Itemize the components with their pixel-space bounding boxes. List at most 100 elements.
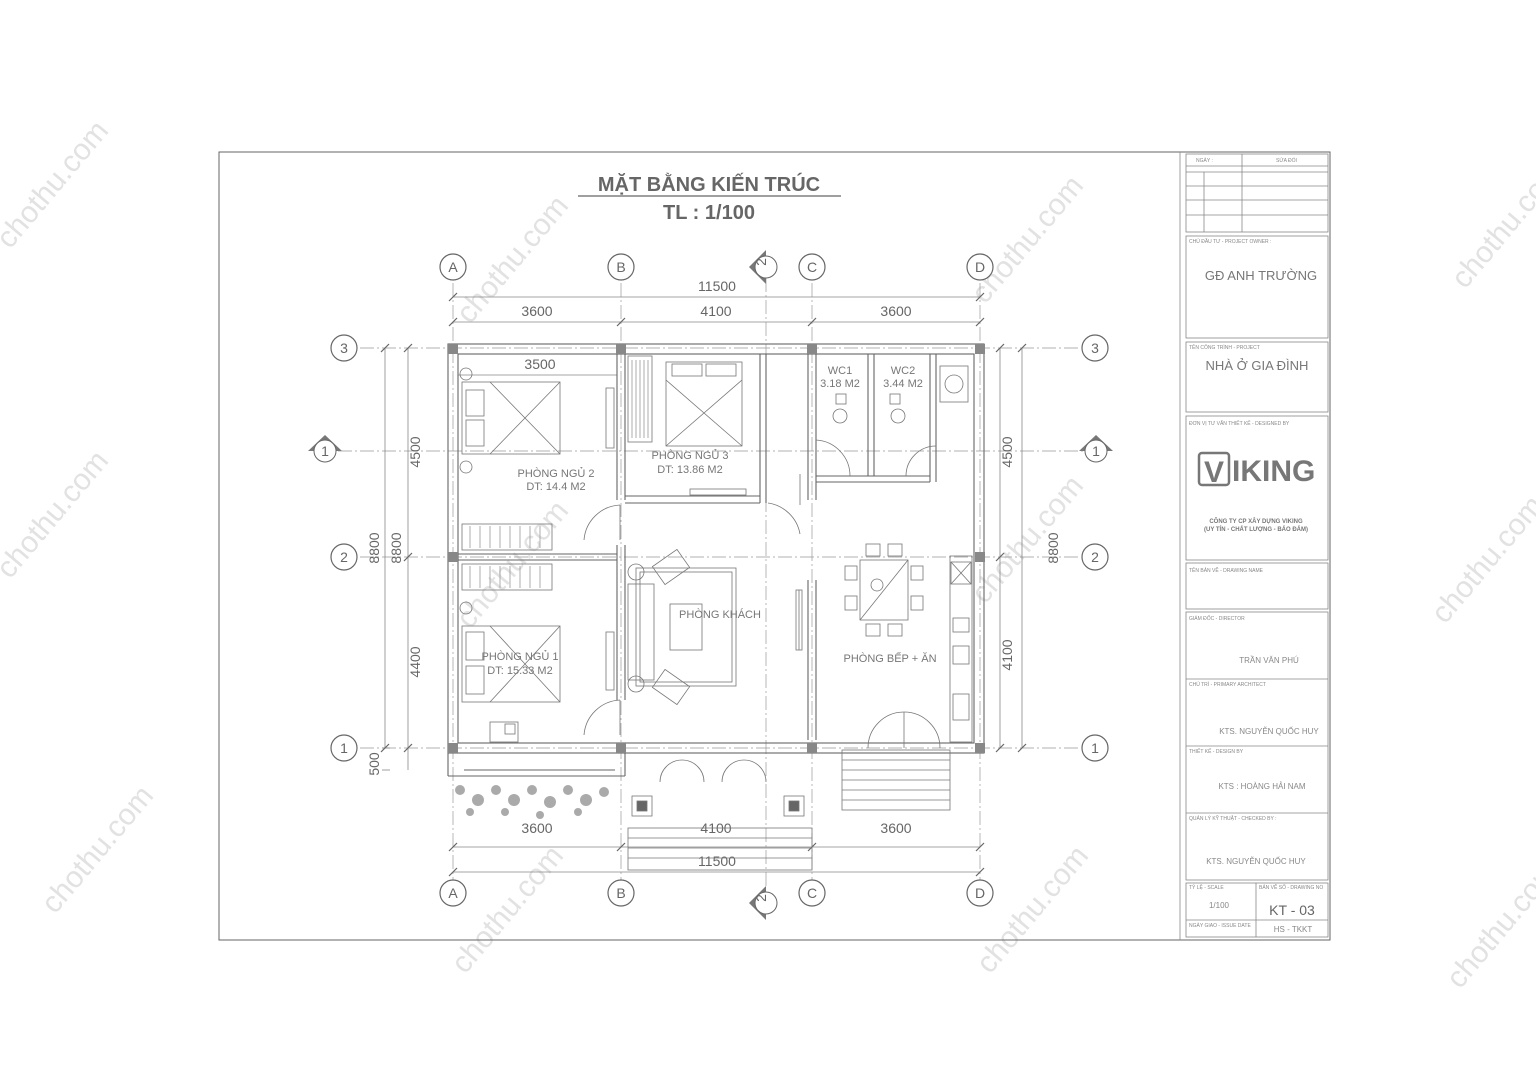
dimension-labels: 11500 3600 4100 3600 3500 3600 4100 3600… [366,278,1061,869]
room-area: 3.44 M2 [883,378,923,390]
room-labels: PHÒNG NGỦ 2 DT: 14.4 M2 PHÒNG NGỦ 3 DT: … [481,365,936,677]
watermark: chothu.com [0,114,115,254]
room-name: PHÒNG NGỦ 1 [481,650,558,663]
svg-text:3: 3 [1091,340,1099,356]
room-area: DT: 13.86 M2 [657,464,722,476]
dim-overall-top: 11500 [698,278,736,294]
owner-label: CHỦ ĐẦU TƯ - PROJECT OWNER : [1189,238,1271,245]
watermark: chothu.com [1440,854,1536,994]
dimension-ticks [380,292,1027,877]
watermark: chothu.com [35,779,160,919]
grid-bubbles-right: 3 2 1 [1081,334,1109,762]
project-name: NHÀ Ở GIA ĐÌNH [1206,358,1309,373]
furniture [459,355,973,783]
dim-span-ab-bottom: 3600 [521,820,552,836]
columns [448,344,985,753]
room-area: 3.18 M2 [820,378,860,390]
room-name: PHÒNG NGỦ 2 [517,467,594,480]
grid-bubble-b: B [607,253,635,281]
svg-text:A: A [448,885,458,901]
title-main: MẶT BẰNG KIẾN TRÚC [598,172,820,196]
project-label: TÊN CÔNG TRÌNH - PROJECT [1189,343,1260,351]
rev-change-header: SỬA ĐỔI [1276,157,1297,164]
dim-span-bc: 4100 [700,303,731,319]
svg-text:D: D [975,885,985,901]
owner-name: GĐ ANH TRƯỜNG [1205,268,1317,283]
grid-bubble-c: C [798,253,826,281]
logo-mark: V [1204,456,1224,489]
rev-date-header: NGÀY : [1196,157,1213,164]
dim-right-4500: 4500 [999,436,1015,467]
svg-text:C: C [807,885,817,901]
walls [447,343,985,777]
watermark: chothu.com [970,839,1095,979]
room-name: WC2 [891,365,915,377]
svg-text:C: C [807,259,817,275]
svg-text:A: A [448,259,458,275]
dim-left-500: 500 [366,752,382,776]
title-block-text: NGÀY : SỬA ĐỔI CHỦ ĐẦU TƯ - PROJECT OWNE… [1189,157,1323,934]
svg-text:1: 1 [1092,443,1100,459]
svg-text:1: 1 [321,443,329,459]
architect-label: CHỦ TRÌ - PRIMARY ARCHITECT [1189,681,1266,688]
dim-left-8800-outer: 8800 [366,532,382,563]
dim-inner-span: 3500 [524,356,555,372]
svg-text:2: 2 [340,549,348,565]
garden-plants [455,785,609,819]
drawing-no-label: BẢN VẼ SỐ - DRAWING NO [1259,884,1323,891]
svg-text:B: B [616,259,625,275]
issue-date-label: NGÀY GIAO - ISSUE DATE [1189,922,1251,929]
grid-bubble-2: 2 [330,543,358,571]
svg-text:1: 1 [340,740,348,756]
room-name: PHÒNG BẾP + ĂN [843,652,936,665]
drawing-name-label: TÊN BẢN VẼ - DRAWING NAME [1189,566,1264,574]
grid-bubble-d: D [966,879,994,907]
room-name: PHÒNG NGỦ 3 [651,449,728,462]
design-stage: HS - TKKT [1274,925,1313,934]
company-name: CÔNG TY CP XÂY DỰNG VIKING [1209,517,1303,525]
dim-left-8800-inner: 8800 [388,532,404,563]
logo-text: IKING [1232,455,1315,488]
dim-span-cd-bottom: 3600 [880,820,911,836]
sheet-border [218,151,1331,941]
scale-value: 1/100 [1209,901,1230,910]
grid-bubble-2: 2 [1081,543,1109,571]
grid-bubble-c: C [798,879,826,907]
watermark: chothu.com [0,444,115,584]
svg-text:D: D [975,259,985,275]
dim-left-4400: 4400 [407,646,423,677]
section-marker-1-right: 1 [1079,435,1113,463]
dim-right-4100: 4100 [999,639,1015,670]
drawing-title: MẶT BẰNG KIẾN TRÚC TL : 1/100 [578,172,841,224]
dim-right-8800: 8800 [1045,532,1061,563]
watermark: chothu.com [445,839,570,979]
grid-bubble-1: 1 [1081,734,1109,762]
steps [627,749,951,871]
dim-overall-bottom: 11500 [698,853,736,869]
dim-left-4500: 4500 [407,436,423,467]
grid-bubble-b: B [607,879,635,907]
room-area: DT: 15.33 M2 [487,665,552,677]
grid-bubble-a: A [439,879,467,907]
designer-label: ĐƠN VỊ TƯ VẤN THIẾT KẾ - DESIGNED BY [1189,420,1290,427]
title-scale: TL : 1/100 [663,202,755,224]
section-marker-2-bottom: 2 [749,886,778,920]
room-area: DT: 14.4 M2 [526,481,585,493]
grid-bubble-3: 3 [330,334,358,362]
svg-text:2: 2 [753,894,769,902]
viking-logo: V IKING [1197,451,1315,489]
svg-text:B: B [616,885,625,901]
director-label: GIÁM ĐỐC - DIRECTOR [1189,615,1245,622]
grid-bubble-1: 1 [330,734,358,762]
dim-span-ab: 3600 [521,303,552,319]
checker-name: KTS. NGUYỄN QUỐC HUY [1206,856,1306,866]
svg-text:2: 2 [1091,549,1099,565]
room-name: WC1 [828,365,852,377]
designer-name: KTS : HOÀNG HẢI NAM [1218,782,1305,791]
title-block [1179,152,1329,940]
svg-text:2: 2 [753,258,769,266]
checked-label: QUẢN LÝ KỸ THUẬT - CHECKED BY : [1189,815,1277,822]
watermark: chothu.com [1425,489,1536,629]
